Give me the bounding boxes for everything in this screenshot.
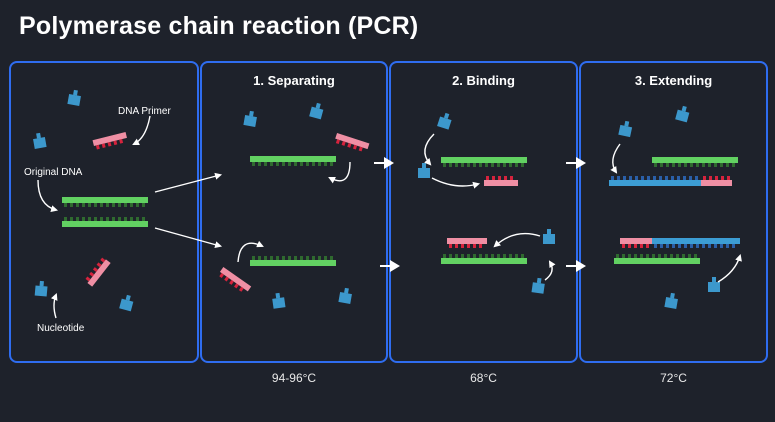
new-strand-top bbox=[609, 176, 732, 186]
binding-primer-bottom bbox=[447, 238, 487, 248]
curved-arrow-icon bbox=[493, 232, 541, 248]
binding-template-top bbox=[441, 157, 527, 167]
label-original-dna: Original DNA bbox=[24, 167, 83, 178]
original-dna-bottom-strand bbox=[62, 217, 148, 227]
label-nucleotide: Nucleotide bbox=[37, 323, 85, 334]
panel-intro bbox=[9, 61, 199, 363]
step-title-binding: 2. Binding bbox=[452, 73, 515, 88]
right-arrow-icon bbox=[154, 172, 223, 193]
nucleotide-16 bbox=[664, 292, 678, 309]
curved-arrow-icon bbox=[328, 161, 351, 184]
right-arrow-icon bbox=[380, 260, 400, 272]
nucleotide-5 bbox=[243, 110, 257, 127]
nucleotide-1 bbox=[67, 89, 81, 106]
binding-primer-top bbox=[484, 176, 518, 186]
curved-arrow-icon bbox=[431, 177, 481, 189]
panel-extending bbox=[579, 61, 768, 363]
extending-template-bottom bbox=[614, 254, 700, 264]
nucleotide-15 bbox=[708, 277, 720, 292]
nucleotide-3 bbox=[34, 280, 48, 297]
nucleotide-9 bbox=[437, 112, 452, 130]
separated-strand-top bbox=[250, 156, 336, 166]
original-dna-top-strand bbox=[62, 197, 148, 207]
right-arrow-icon bbox=[154, 227, 223, 249]
panel-separating bbox=[200, 61, 388, 363]
step-title-separating: 1. Separating bbox=[253, 73, 335, 88]
nucleotide-2 bbox=[33, 132, 47, 149]
nucleotide-13 bbox=[618, 120, 633, 138]
binding-template-bottom bbox=[441, 254, 527, 264]
curved-arrow-icon bbox=[237, 240, 264, 263]
new-strand-bottom bbox=[620, 238, 740, 248]
page-title: Polymerase chain reaction (PCR) bbox=[19, 12, 419, 40]
panel-binding bbox=[389, 61, 578, 363]
curved-arrow-icon bbox=[610, 143, 621, 174]
nucleotide-10 bbox=[418, 163, 430, 178]
curved-arrow-icon bbox=[37, 179, 59, 213]
nucleotide-14 bbox=[675, 105, 690, 123]
right-arrow-icon bbox=[566, 260, 586, 272]
temperature-separating: 94-96°C bbox=[271, 371, 317, 385]
curved-arrow-icon bbox=[132, 115, 151, 145]
right-arrow-icon bbox=[566, 157, 586, 169]
extending-template-top bbox=[652, 157, 738, 167]
nucleotide-11 bbox=[543, 229, 555, 244]
dna-primer-loose bbox=[85, 257, 111, 287]
right-arrow-icon bbox=[374, 157, 394, 169]
nucleotide-12 bbox=[531, 277, 545, 294]
temperature-binding: 68°C bbox=[470, 371, 497, 385]
curved-arrow-icon bbox=[544, 260, 556, 281]
separated-strand-bottom bbox=[250, 256, 336, 266]
label-dna-primer: DNA Primer bbox=[118, 106, 171, 117]
nucleotide-6 bbox=[309, 102, 324, 120]
step-title-extending: 3. Extending bbox=[634, 73, 713, 88]
primer-approaching-top bbox=[335, 132, 370, 152]
temperature-extending: 72°C bbox=[660, 371, 687, 385]
curved-arrow-icon bbox=[50, 293, 58, 319]
nucleotide-8 bbox=[338, 287, 352, 304]
primer-approaching-bottom bbox=[219, 266, 252, 292]
curved-arrow-icon bbox=[424, 133, 435, 166]
dna-primer bbox=[92, 132, 127, 150]
nucleotide-4 bbox=[119, 294, 134, 312]
curved-arrow-icon bbox=[717, 253, 742, 283]
nucleotide-7 bbox=[272, 292, 286, 309]
